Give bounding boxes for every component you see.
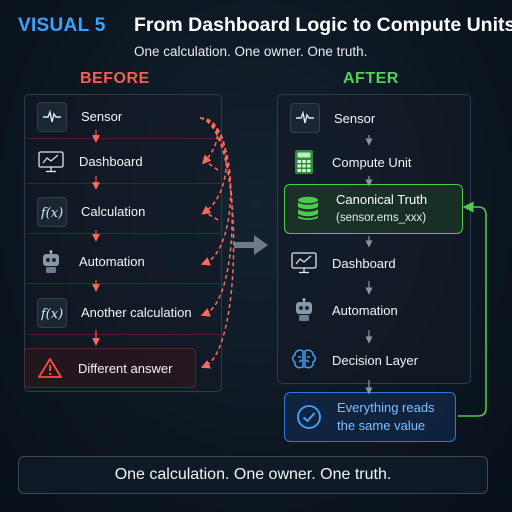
transition-arrow-icon <box>234 235 268 255</box>
page-title: From Dashboard Logic to Compute Units <box>134 14 512 36</box>
brain-icon <box>290 346 318 374</box>
after-step-label: Sensor <box>334 110 376 126</box>
canonical-truth-label: Canonical Truth <box>336 192 428 207</box>
monitor-chart-icon <box>290 249 318 277</box>
after-step-label: Decision Layer <box>332 352 418 368</box>
footer-text: One calculation. One owner. One truth. <box>114 466 392 483</box>
page-subtitle: One calculation. One owner. One truth. <box>134 44 368 59</box>
database-icon <box>294 195 322 223</box>
robot-icon <box>37 248 65 276</box>
visual-badge: VISUAL 5 <box>18 15 106 36</box>
before-step-different-answer: Different answer <box>24 348 196 388</box>
after-step-automation: Automation <box>279 290 469 330</box>
result-line-1: Everything reads <box>337 400 435 415</box>
before-step-label: Calculation <box>81 204 146 219</box>
canonical-truth-box: Canonical Truth (sensor.ems_xxx) <box>284 184 463 234</box>
calculator-icon <box>290 148 318 176</box>
after-step-label: Dashboard <box>332 255 396 271</box>
after-step-compute-unit: Compute Unit <box>279 142 469 182</box>
svg-text:f(x): f(x) <box>41 206 63 221</box>
before-step-label: Different answer <box>78 360 173 376</box>
footer-banner: One calculation. One owner. One truth. <box>18 456 488 494</box>
check-circle-icon <box>295 403 323 431</box>
before-step-label: Sensor <box>81 109 123 124</box>
after-step-label: Compute Unit <box>332 154 412 170</box>
after-step-dashboard: Dashboard <box>279 243 469 283</box>
robot-icon <box>290 296 318 324</box>
before-step-dashboard: Dashboard <box>26 140 220 184</box>
before-step-label: Another calculation <box>81 305 192 320</box>
before-step-automation: Automation <box>26 240 220 284</box>
monitor-chart-icon <box>37 148 65 176</box>
after-heading: AFTER <box>343 70 399 87</box>
after-step-label: Automation <box>332 302 398 318</box>
before-step-label: Automation <box>79 254 145 269</box>
sensor-wave-icon <box>290 103 320 133</box>
before-step-calculation: f(x) Calculation <box>26 190 220 234</box>
svg-text:f(x): f(x) <box>41 307 63 322</box>
after-panel <box>277 94 471 384</box>
after-step-decision-layer: Decision Layer <box>279 340 469 380</box>
before-step-label: Dashboard <box>79 154 143 169</box>
after-step-sensor: Sensor <box>279 98 469 138</box>
before-heading: BEFORE <box>80 70 150 87</box>
canonical-truth-entity: (sensor.ems_xxx) <box>336 212 427 224</box>
before-step-another-calculation: f(x) Another calculation <box>26 291 220 335</box>
sensor-wave-icon <box>37 101 67 132</box>
function-icon: f(x) <box>37 196 67 227</box>
shared-value-result: Everything reads the same value <box>284 392 456 442</box>
function-icon: f(x) <box>37 297 67 328</box>
warning-icon <box>36 354 64 382</box>
result-line-2: the same value <box>337 418 426 433</box>
before-step-sensor: Sensor <box>26 95 220 139</box>
before-panel <box>24 94 222 392</box>
